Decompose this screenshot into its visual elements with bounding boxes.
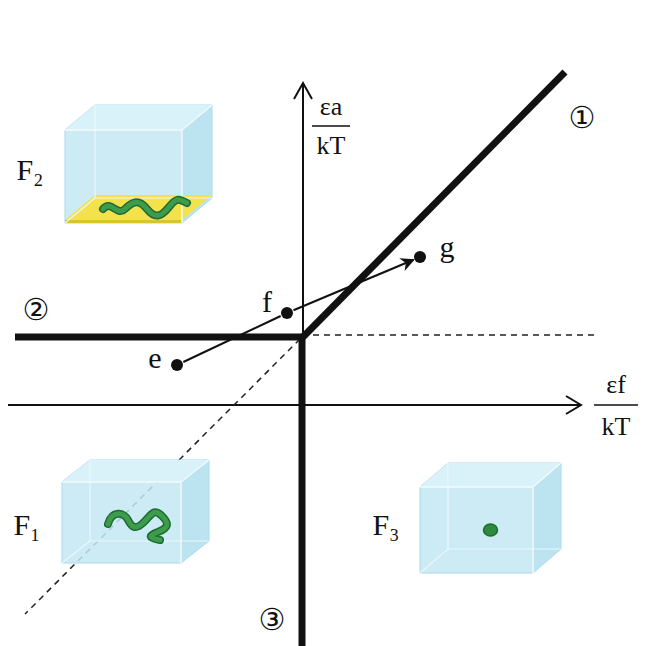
polymer-chain — [108, 512, 167, 540]
y-axis-arrow — [294, 83, 312, 99]
trajectory-arrow — [293, 260, 413, 311]
phase-label: F₃ — [372, 510, 399, 540]
phase-box: F₂ — [65, 105, 212, 223]
box-body — [65, 105, 212, 223]
state-point: f — [281, 307, 293, 319]
phase-boundary — [300, 72, 565, 340]
phase-boundary — [15, 334, 303, 341]
axis-label: εa — [320, 94, 342, 120]
surface — [65, 195, 212, 220]
point-label: e — [148, 343, 161, 373]
state-point: g — [414, 251, 426, 263]
fraction-bar — [312, 125, 350, 127]
state-point: e — [171, 359, 183, 371]
x-axis — [8, 404, 580, 406]
box-edge — [65, 105, 212, 223]
box-side — [533, 463, 561, 573]
phase-boundary — [299, 334, 306, 646]
callout-number: ② — [23, 295, 50, 325]
dashed-guide — [302, 334, 598, 336]
callout-number: ③ — [259, 605, 286, 635]
phase-label: F₂ — [16, 155, 43, 185]
box-edge — [420, 463, 561, 573]
box-edge — [420, 463, 561, 573]
box-side — [181, 460, 209, 563]
polymer-chain — [103, 200, 187, 216]
point-label: f — [262, 287, 272, 317]
box-edge — [65, 105, 212, 223]
axis-label: εf — [606, 372, 626, 398]
polymer-chain — [108, 512, 167, 540]
axis-label: kT — [317, 133, 346, 159]
solution-box — [62, 460, 209, 563]
box-body — [420, 463, 561, 573]
surface-edge — [65, 220, 182, 223]
solution-box — [420, 463, 561, 573]
dashed-guide — [25, 339, 300, 614]
phase-box: F₁ — [62, 460, 209, 563]
fraction-bar — [594, 404, 638, 406]
axis-label: kT — [602, 414, 631, 440]
polymer-chain — [103, 200, 187, 216]
phase-box: F₃ — [420, 463, 561, 573]
box-edge — [62, 460, 209, 563]
solution-box — [65, 105, 212, 223]
polymer-globule — [484, 524, 498, 536]
trajectory-arrow — [183, 316, 280, 362]
box-edge — [62, 460, 209, 563]
x-axis-arrow — [566, 396, 581, 414]
box-body — [62, 460, 209, 563]
y-axis — [302, 84, 304, 337]
point-label: g — [440, 232, 455, 262]
phase-label: F₁ — [13, 510, 40, 540]
callout-number: ① — [569, 103, 596, 133]
